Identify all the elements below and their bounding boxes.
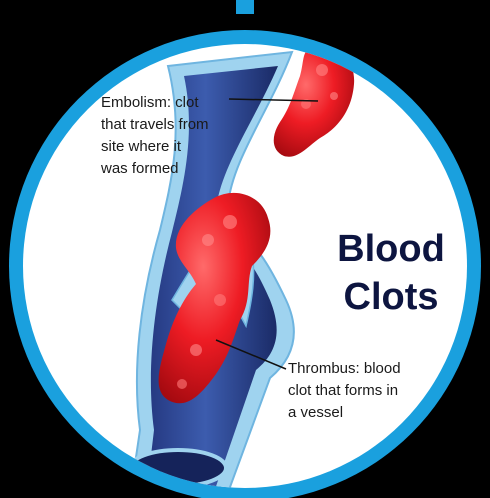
thrombus-callout-line: clot that forms in [288,380,438,402]
thrombus-callout: Thrombus: blood clot that forms in a ves… [288,358,438,424]
thrombus-callout-line: a vessel [288,402,438,424]
top-tab [236,0,254,14]
embolism-callout-line: site where it [101,136,241,158]
embolism-callout-line: was formed [101,158,241,180]
title-line: Clots [311,276,471,318]
thrombus-callout-line: Thrombus: blood [288,358,438,380]
embolism-callout: Embolism: clot that travels from site wh… [101,92,241,180]
title-line: Blood [311,228,471,270]
embolism-callout-line: that travels from [101,114,241,136]
embolism-callout-line: Embolism: clot [101,92,241,114]
